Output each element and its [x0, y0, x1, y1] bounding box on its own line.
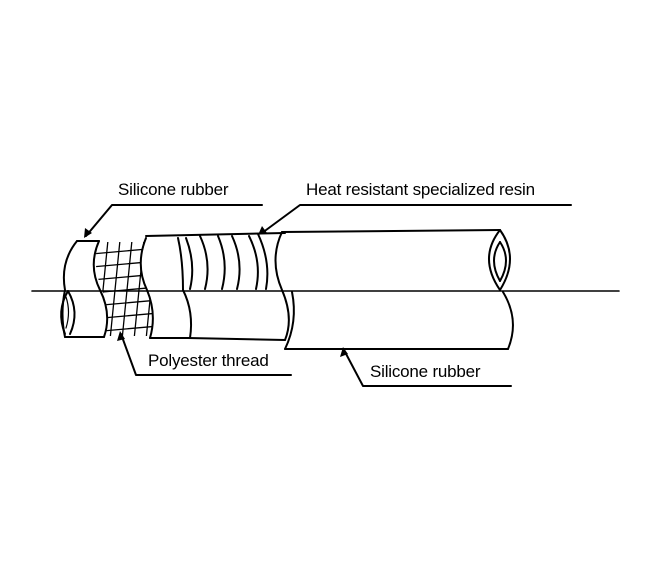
leader-polyester [120, 333, 292, 376]
resin-bands [185, 233, 269, 290]
label-heat-resistant-resin: Heat resistant specialized resin [306, 180, 535, 199]
label-polyester-thread: Polyester thread [148, 351, 269, 370]
leader-resin [261, 204, 572, 234]
arrowhead-polyester [117, 331, 125, 341]
polyester-braid-section [92, 237, 154, 339]
label-inner-silicone-rubber: Silicone rubber [370, 362, 481, 381]
arrowhead-inner-silicone [340, 347, 348, 357]
inner-silicone-tube [274, 229, 514, 350]
leader-inner-silicone [343, 349, 512, 387]
arrowhead-resin [258, 226, 267, 235]
label-outer-silicone-rubber: Silicone rubber [118, 180, 229, 199]
outer-silicone-section [60, 240, 105, 338]
arrowhead-outer-silicone [84, 228, 92, 238]
leader-outer-silicone [85, 204, 263, 237]
